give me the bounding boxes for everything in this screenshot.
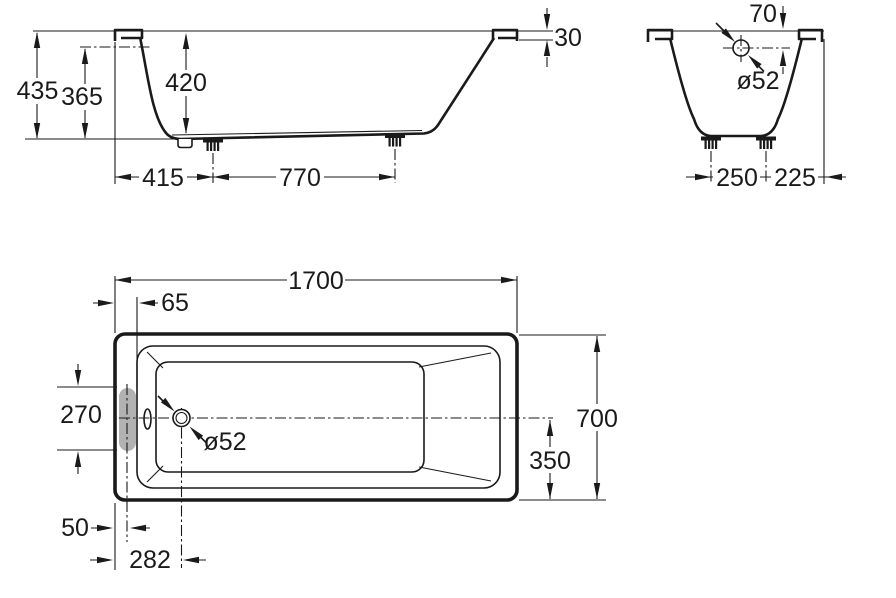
left-rim-profile [113, 28, 144, 41]
dim-edge-to-inner-wall-label: 65 [161, 289, 189, 317]
dim-edge-to-drain-center: 282 [90, 546, 206, 574]
drain-diameter-label: ø52 [203, 428, 246, 456]
tub-side-outline [138, 36, 496, 141]
dim-foot-spacing-side: 770 [213, 164, 395, 192]
dim-center-to-edge-label: 350 [529, 447, 571, 475]
end-section-view: ø52 70 250 225 [646, 0, 846, 192]
drain-hole-inner [175, 411, 188, 425]
dim-foot-spacing-end: 250 225 [686, 164, 846, 192]
side-foot-left [203, 138, 223, 151]
side-foot-right [385, 134, 405, 147]
corner-chamfer-bl [146, 465, 164, 483]
dim-total-height: 435 [14, 32, 61, 139]
drain-pointer-lower [199, 436, 208, 445]
dim-edge-to-inner-wall: 65 [93, 289, 189, 387]
dim-width-label: 700 [576, 405, 618, 433]
dim-edge-to-drain-center-label: 282 [129, 546, 171, 574]
dim-edge-to-overflow-center: 50 [61, 503, 150, 570]
dim-rim-to-overflow-label: 70 [749, 0, 777, 28]
overflow-wall-hole [143, 408, 152, 430]
side-elevation-view: 435 365 420 30 415 [14, 8, 582, 192]
dim-length: 1700 [114, 267, 518, 333]
dim-total-height-label: 435 [17, 77, 59, 105]
drain-boss [177, 139, 193, 149]
plan-view: ø52 1700 65 270 50 282 [57, 267, 625, 574]
dim-foot-spacing-end-label: 250 [716, 164, 758, 192]
corner-chamfer-tr [418, 352, 492, 368]
tub-floor-inner-line [171, 129, 423, 136]
dim-depth-label: 420 [165, 69, 207, 97]
dim-inner-height-label: 365 [61, 83, 103, 111]
dim-length-label: 1700 [288, 267, 344, 295]
dim-foot-spacing-side-label: 770 [279, 164, 321, 192]
dim-foot-to-edge-label: 225 [774, 164, 816, 192]
dim-width: 700 [519, 334, 625, 501]
dim-overflow-slot-length: 270 [57, 364, 117, 474]
dim-inner-height: 365 [59, 48, 106, 139]
dim-center-to-edge: 350 [524, 420, 576, 499]
dim-rim-thickness-label: 30 [554, 24, 582, 52]
end-foot-right [756, 136, 776, 149]
end-foot-left [701, 136, 721, 149]
dim-edge-to-overflow-center-label: 50 [61, 514, 89, 542]
overflow-diameter-label: ø52 [736, 67, 779, 95]
dim-overflow-slot-length-label: 270 [60, 401, 102, 429]
dim-depth: 420 [162, 33, 210, 134]
left-rim-profile-end [646, 28, 674, 42]
corner-chamfer-br [418, 466, 492, 482]
dim-edge-to-foot: 415 [115, 164, 213, 192]
right-rim-profile [491, 28, 519, 41]
corner-chamfer-tl [146, 351, 164, 369]
tub-section-outline [668, 37, 804, 138]
dim-edge-to-foot-label: 415 [142, 164, 184, 192]
tub-floor-outline [155, 361, 425, 473]
right-rim-profile-end [797, 28, 824, 42]
overflow-pointer-upper [715, 22, 726, 33]
dim-rim-to-overflow: 70 [749, 0, 787, 74]
dim-rim-thickness: 30 [543, 8, 582, 67]
